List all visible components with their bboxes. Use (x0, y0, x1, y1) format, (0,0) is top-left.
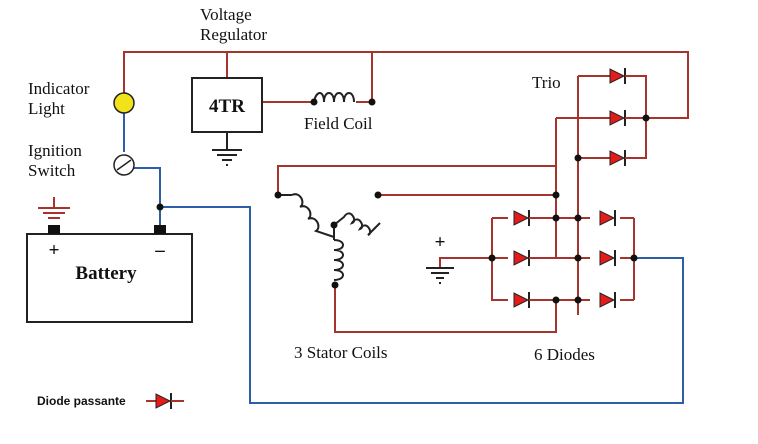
bridge-ground-icon: + (426, 232, 454, 284)
battery: + – Battery (26, 225, 193, 323)
battery-positive-terminal (48, 225, 60, 234)
trio-diodes (574, 68, 650, 166)
ignition-switch[interactable] (113, 154, 135, 176)
battery-minus-sign: – (154, 240, 165, 261)
blue-wiring (123, 112, 684, 404)
field-coil (310, 92, 376, 106)
ignition-switch-label-1: Ignition (28, 141, 82, 160)
battery-negative-terminal (154, 225, 166, 234)
battery-label: Battery (75, 263, 137, 284)
bridge-diode-1 (513, 210, 538, 226)
red-wiring (123, 51, 689, 333)
stator-coils-label: 3 Stator Coils (294, 343, 388, 362)
diode-bridge (488, 191, 638, 308)
trio-diode-3 (592, 150, 630, 166)
battery-ground-icon (38, 197, 70, 219)
trio-label: Trio (532, 73, 561, 92)
ignition-switch-label-2: Switch (28, 161, 76, 180)
battery-plus-sign: + (49, 240, 60, 261)
ground-plus-sign: + (435, 232, 446, 253)
ignition-junction (156, 203, 164, 211)
legend-label: Diode passante (37, 394, 126, 408)
voltage-regulator-box: 4TR (191, 77, 263, 133)
bridge-diode-2 (513, 250, 538, 266)
stator-coils (274, 191, 382, 289)
field-coil-label: Field Coil (304, 114, 373, 133)
regulator-ground-icon (212, 149, 242, 166)
regulator-label: 4TR (209, 96, 245, 117)
bridge-diode-4 (599, 210, 616, 226)
voltage-regulator-title-2: Regulator (200, 25, 267, 44)
bridge-diode-3 (513, 292, 538, 308)
trio-diode-2 (592, 110, 646, 126)
indicator-light-label-2: Light (28, 99, 65, 118)
indicator-light-label-1: Indicator (28, 79, 90, 98)
diodes-label: 6 Diodes (534, 345, 595, 364)
voltage-regulator-title-1: Voltage (200, 5, 252, 24)
trio-diode-1 (592, 68, 630, 84)
bridge-diode-6 (599, 292, 616, 308)
bridge-diode-5 (599, 250, 616, 266)
indicator-light (113, 92, 135, 114)
legend-diode-icon (146, 393, 184, 409)
